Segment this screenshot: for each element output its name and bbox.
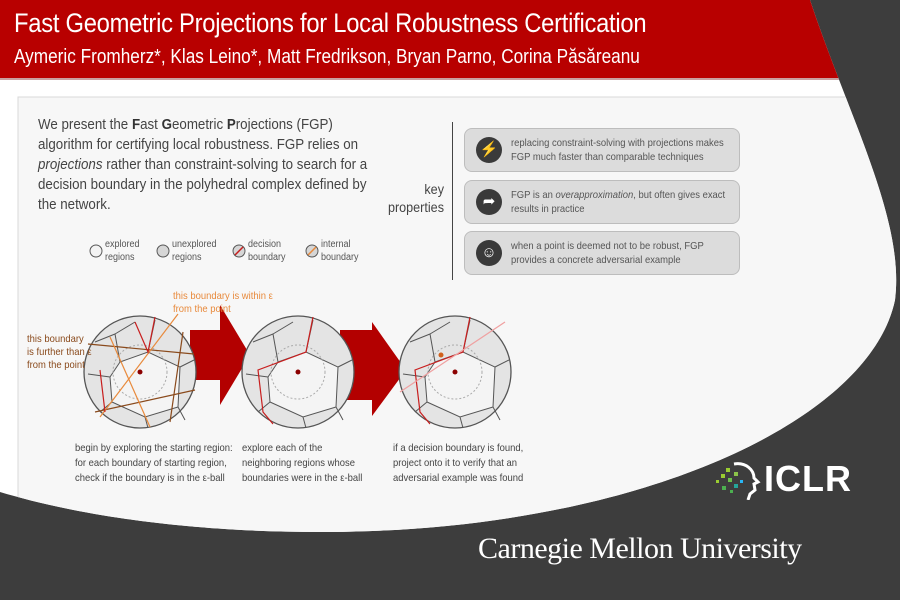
unexplored-swatch-icon [156,244,170,258]
cmu-logo-text: Carnegie Mellon University [478,532,802,565]
iclr-logo-text: ICLR [764,458,852,499]
decision-boundary-swatch-icon [232,244,246,258]
explored-swatch-icon [89,244,103,258]
intro-paragraph: We present the Fast Geometric Projection… [38,117,368,213]
property-text: replacing constraint-solving with projec… [511,137,724,163]
annotation-further-than-epsilon: this boundary is further than ε from the… [27,333,92,371]
step-arrow-2 [340,322,406,416]
lightning-icon: ⚡ [476,137,502,163]
property-text: when a point is deemed not to be robust,… [511,240,704,266]
author-list: Aymeric Fromherz*, Klas Leino*, Matt Fre… [14,46,640,68]
page-title: Fast Geometric Projections for Local Rob… [14,8,647,38]
property-card-adversarial: ☺ when a point is deemed not to be robus… [464,231,740,275]
step-3-diagram [398,315,512,429]
property-card-speed: ⚡ replacing constraint-solving with proj… [464,128,740,172]
divider [452,122,453,280]
step-2-diagram [241,315,355,429]
curved-arrow-icon: ➦ [476,189,502,215]
iclr-logo-icon [716,462,761,500]
property-card-overapproximation: ➦ FGP is an overapproximation, but often… [464,180,740,224]
step-1-diagram [83,313,197,429]
step-arrow-1 [190,305,250,405]
property-text: FGP is an overapproximation, but often g… [511,189,726,215]
annotation-within-epsilon: this boundary is within ε from the point [173,290,273,315]
internal-boundary-swatch-icon [305,244,319,258]
step-3-caption: if a decision boundary is found,project … [393,442,524,484]
step-1-caption: begin by exploring the starting region:f… [75,442,233,484]
devil-face-icon: ☺ [476,240,502,266]
title-banner [0,0,897,78]
